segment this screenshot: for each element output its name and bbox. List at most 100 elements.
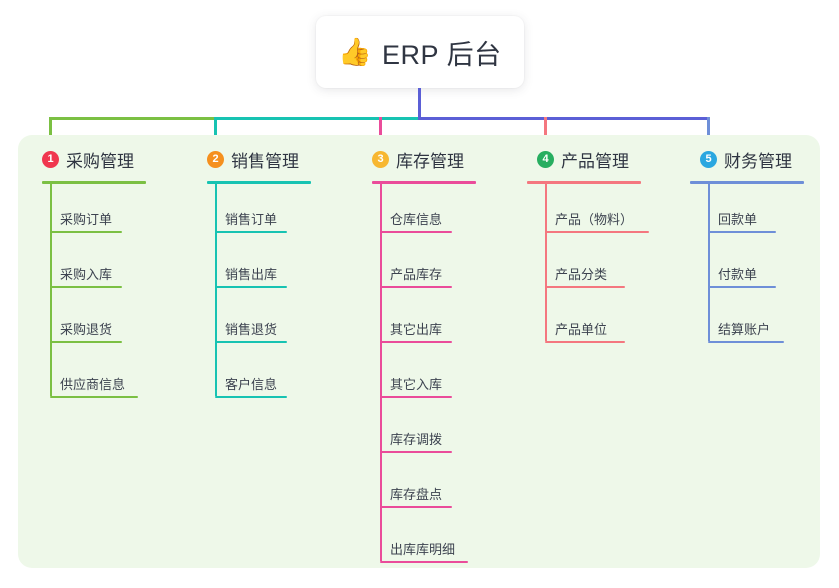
menu-item-label: 销售订单 <box>225 212 278 227</box>
menu-item-label: 产品分类 <box>555 267 608 282</box>
menu-item[interactable]: 销售退货 <box>215 311 287 343</box>
column-header-3[interactable]: 3 库存管理 <box>372 147 464 172</box>
menu-item-rule <box>545 286 625 288</box>
menu-item[interactable]: 采购退货 <box>50 311 122 343</box>
menu-item-label: 采购退货 <box>60 322 113 337</box>
menu-item[interactable]: 仓库信息 <box>380 201 452 233</box>
connector-bar-segment-teal <box>215 117 418 120</box>
column-header-1[interactable]: 1 采购管理 <box>42 147 134 172</box>
menu-item-rule <box>380 286 452 288</box>
menu-item-rule <box>215 231 287 233</box>
connector-bar-segment-purple <box>418 117 709 120</box>
column-header-rule <box>372 181 476 184</box>
branches-panel <box>18 135 820 568</box>
menu-item-label: 库存盘点 <box>390 487 443 502</box>
menu-item[interactable]: 供应商信息 <box>50 366 138 398</box>
menu-item[interactable]: 库存盘点 <box>380 476 452 508</box>
connector-bar-segment-green <box>49 117 215 120</box>
column-stem <box>708 182 710 341</box>
column-stem <box>380 182 382 561</box>
column-header-rule <box>690 181 804 184</box>
menu-item-rule <box>380 451 452 453</box>
trunk-vertical-connector <box>418 88 421 120</box>
menu-item-rule <box>215 396 287 398</box>
menu-item-label: 出库库明细 <box>390 542 456 557</box>
menu-item[interactable]: 销售订单 <box>215 201 287 233</box>
menu-item[interactable]: 其它入库 <box>380 366 452 398</box>
column-stem <box>215 182 217 396</box>
menu-item[interactable]: 产品分类 <box>545 256 625 288</box>
menu-item-label: 产品库存 <box>390 267 443 282</box>
column-number-badge: 4 <box>537 151 554 168</box>
menu-item-label: 产品单位 <box>555 322 608 337</box>
column-stem <box>545 182 547 341</box>
column-number-badge: 1 <box>42 151 59 168</box>
menu-item[interactable]: 产品（物料） <box>545 201 649 233</box>
menu-item[interactable]: 销售出库 <box>215 256 287 288</box>
column-title: 采购管理 <box>66 152 134 171</box>
menu-item-label: 供应商信息 <box>60 377 126 392</box>
menu-item-label: 回款单 <box>718 212 758 227</box>
menu-item-rule <box>50 231 122 233</box>
menu-item-label: 采购订单 <box>60 212 113 227</box>
menu-item-label: 采购入库 <box>60 267 113 282</box>
column-title: 销售管理 <box>231 152 299 171</box>
menu-item-rule <box>545 341 625 343</box>
column-header-rule <box>527 181 641 184</box>
menu-item[interactable]: 其它出库 <box>380 311 452 343</box>
menu-item[interactable]: 采购入库 <box>50 256 122 288</box>
menu-item[interactable]: 库存调拨 <box>380 421 452 453</box>
menu-item[interactable]: 产品库存 <box>380 256 452 288</box>
menu-item-label: 结算账户 <box>718 322 771 337</box>
column-title: 库存管理 <box>396 152 464 171</box>
menu-item-label: 其它入库 <box>390 377 443 392</box>
menu-item-rule <box>50 396 138 398</box>
column-stem <box>50 182 52 396</box>
column-header-rule <box>42 181 146 184</box>
diagram-title-card[interactable]: 👍 ERP 后台 <box>316 16 524 88</box>
menu-item-rule <box>380 396 452 398</box>
menu-item[interactable]: 结算账户 <box>708 311 784 343</box>
column-number-badge: 3 <box>372 151 389 168</box>
column-header-2[interactable]: 2 销售管理 <box>207 147 299 172</box>
menu-item[interactable]: 出库库明细 <box>380 531 468 563</box>
menu-item-rule <box>380 561 468 563</box>
menu-item-label: 其它出库 <box>390 322 443 337</box>
menu-item-label: 销售退货 <box>225 322 278 337</box>
thumbs-up-icon: 👍 <box>338 36 373 67</box>
connector-drop-column-1 <box>49 117 52 141</box>
menu-item[interactable]: 客户信息 <box>215 366 287 398</box>
menu-item-label: 付款单 <box>718 267 758 282</box>
menu-item-rule <box>215 286 287 288</box>
menu-item-rule <box>708 286 776 288</box>
menu-item-label: 库存调拨 <box>390 432 443 447</box>
menu-item-label: 客户信息 <box>225 377 278 392</box>
menu-item-rule <box>708 341 784 343</box>
column-header-5[interactable]: 5 财务管理 <box>700 147 792 172</box>
menu-item[interactable]: 回款单 <box>708 201 776 233</box>
menu-item[interactable]: 产品单位 <box>545 311 625 343</box>
column-header-4[interactable]: 4 产品管理 <box>537 147 629 172</box>
column-header-rule <box>207 181 311 184</box>
column-title: 财务管理 <box>724 152 792 171</box>
menu-item-rule <box>708 231 776 233</box>
column-number-badge: 5 <box>700 151 717 168</box>
menu-item-rule <box>50 341 122 343</box>
menu-item-label: 产品（物料） <box>555 212 634 227</box>
column-number-badge: 2 <box>207 151 224 168</box>
menu-item-rule <box>215 341 287 343</box>
connector-drop-column-3 <box>379 117 382 141</box>
menu-item-rule <box>380 231 452 233</box>
column-title: 产品管理 <box>561 152 629 171</box>
menu-item[interactable]: 采购订单 <box>50 201 122 233</box>
menu-item[interactable]: 付款单 <box>708 256 776 288</box>
menu-item-rule <box>50 286 122 288</box>
menu-item-label: 仓库信息 <box>390 212 443 227</box>
menu-item-label: 销售出库 <box>225 267 278 282</box>
page-title: ERP 后台 <box>382 39 502 70</box>
connector-drop-column-5 <box>707 117 710 141</box>
menu-item-rule <box>545 231 649 233</box>
menu-item-rule <box>380 341 452 343</box>
menu-item-rule <box>380 506 452 508</box>
